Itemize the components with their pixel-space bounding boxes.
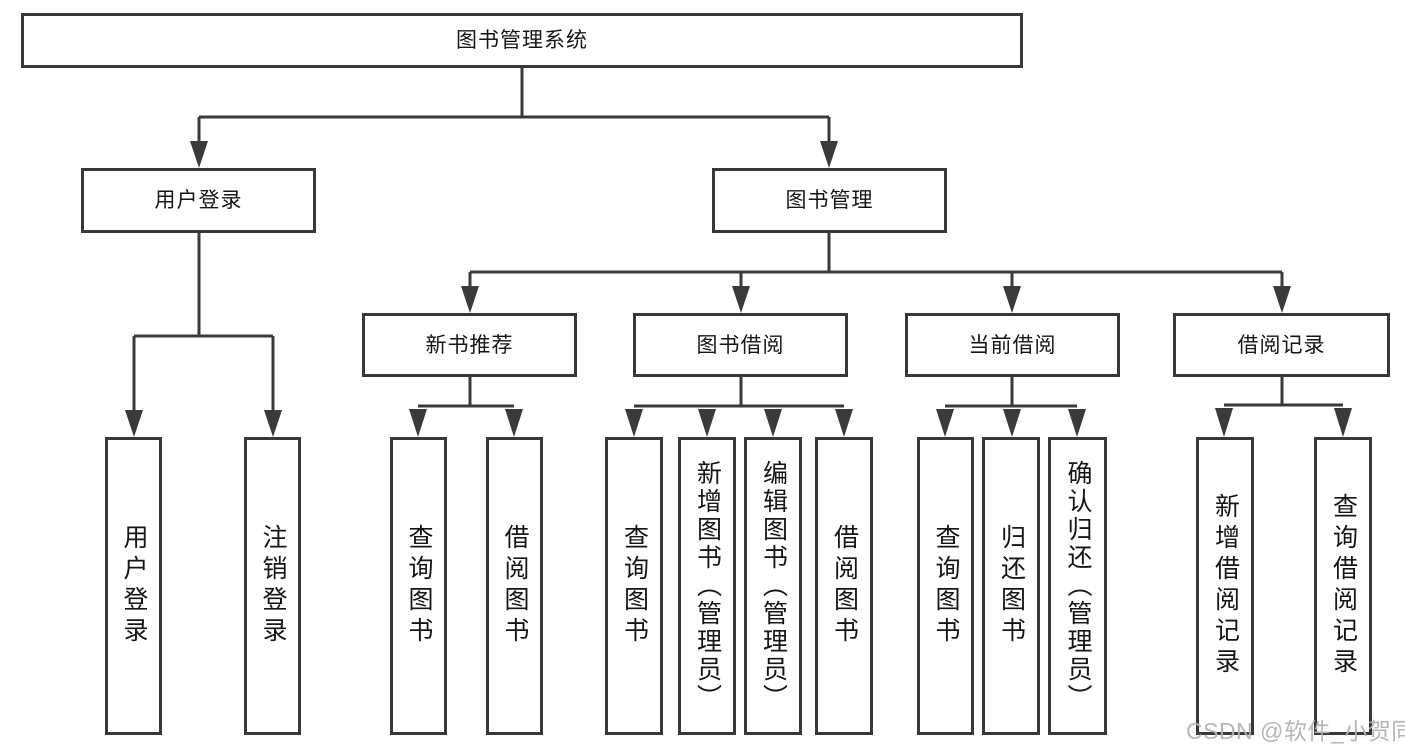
leaf-return-books: 归还图书	[982, 437, 1040, 735]
node-label: 查询图书	[932, 524, 960, 648]
node-label: 新增借阅记录	[1211, 493, 1240, 679]
connector-root-to-level1	[190, 68, 838, 168]
node-label: 注销登录	[259, 524, 287, 648]
arrowhead	[698, 409, 716, 437]
leaf-query-books-1: 查询图书	[390, 437, 447, 735]
node-label: 借阅图书	[830, 524, 859, 648]
node-label: 借阅图书	[501, 524, 529, 648]
leaf-query-books-3: 查询图书	[917, 437, 974, 735]
node-user-login-branch: 用户登录	[81, 168, 316, 233]
node-current-borrowing: 当前借阅	[905, 313, 1120, 377]
node-label: 归还图书	[997, 524, 1026, 648]
leaf-query-books-2: 查询图书	[605, 437, 663, 735]
node-label: 查询借阅记录	[1329, 493, 1358, 679]
node-label: 查询图书	[405, 524, 433, 648]
connector-book-mgmt-children	[461, 233, 1291, 313]
arrowhead	[1068, 409, 1086, 437]
node-new-book-recommend: 新书推荐	[362, 313, 577, 377]
arrowhead	[1003, 286, 1021, 313]
node-label: 编辑图书（管理员）	[759, 460, 788, 712]
node-borrowing-records: 借阅记录	[1173, 313, 1390, 377]
arrowhead	[264, 410, 282, 437]
arrowhead	[820, 141, 838, 168]
leaf-add-books-admin: 新增图书（管理员）	[678, 437, 736, 735]
arrowhead	[1273, 286, 1291, 313]
arrowhead	[936, 409, 954, 437]
node-label: 确认归还（管理员）	[1064, 460, 1092, 712]
connector-user-login-children	[125, 233, 282, 437]
arrowhead	[125, 410, 143, 437]
node-label: 新增图书（管理员）	[693, 460, 722, 712]
node-label: 图书借阅	[696, 333, 785, 357]
arrowhead	[835, 409, 853, 437]
node-book-management-branch: 图书管理	[712, 168, 947, 233]
leaf-user-login: 用户登录	[105, 437, 162, 735]
node-label: 当前借阅	[968, 333, 1057, 357]
arrowhead	[1334, 408, 1352, 437]
connector-book-borrow-children	[625, 377, 853, 437]
leaf-borrow-books-1: 借阅图书	[486, 437, 543, 735]
arrowhead	[409, 409, 427, 437]
arrowhead	[625, 409, 643, 437]
leaf-edit-books-admin: 编辑图书（管理员）	[744, 437, 802, 735]
leaf-borrow-books-2: 借阅图书	[815, 437, 873, 735]
csdn-watermark: CSDN @软件_小贺同学	[1186, 718, 1405, 744]
node-label: 用户登录	[154, 189, 243, 212]
node-label: 借阅记录	[1237, 333, 1326, 357]
leaf-add-borrow-record: 新增借阅记录	[1196, 437, 1254, 735]
arrowhead	[1215, 408, 1233, 437]
node-root-library-system: 图书管理系统	[21, 13, 1023, 68]
node-label: 新书推荐	[425, 333, 514, 357]
connector-current-borrow-children	[936, 377, 1086, 437]
arrowhead	[505, 409, 523, 437]
node-label: 图书管理	[785, 189, 874, 212]
node-label: 用户登录	[120, 524, 148, 648]
node-label: 查询图书	[620, 524, 649, 648]
leaf-confirm-return-admin: 确认归还（管理员）	[1048, 437, 1107, 735]
connector-new-books-children	[409, 377, 523, 437]
arrowhead	[461, 286, 479, 313]
arrowhead	[190, 141, 208, 168]
leaf-logout: 注销登录	[244, 437, 301, 735]
node-label: 图书管理系统	[456, 29, 588, 52]
arrowhead	[1003, 409, 1021, 437]
arrowhead	[732, 286, 750, 313]
connector-borrow-records-children	[1215, 377, 1352, 437]
leaf-query-borrow-record: 查询借阅记录	[1314, 437, 1372, 735]
arrowhead	[764, 409, 782, 437]
node-book-borrowing: 图书借阅	[633, 313, 848, 377]
